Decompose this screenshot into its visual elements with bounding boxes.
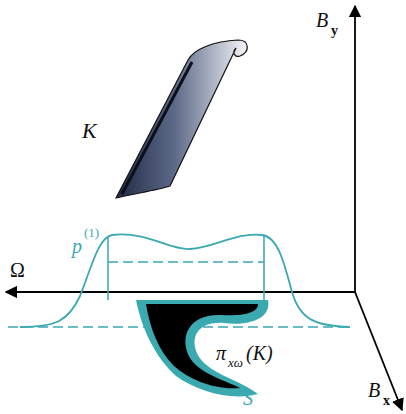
axis-label: B [316,10,328,30]
surface-fold [122,62,192,194]
density-label: p [72,236,82,256]
projection-argument: (K) [246,343,273,363]
density-superscript: (1) [84,226,99,239]
surface-k [116,40,247,198]
projection [146,304,258,388]
level-line [108,261,264,263]
axis-label: Ω [10,260,25,280]
axis-subscript: x [383,394,390,408]
axis-label: B [368,380,380,400]
support-line [263,236,265,300]
density-curve [20,234,350,327]
set-label: S [243,388,253,408]
projection-label: π [216,343,226,363]
projection-subscript: xω [228,356,243,369]
axis-bx [355,292,402,410]
axis-omega [6,291,355,293]
support-line [107,237,109,300]
axis-by [354,6,356,292]
surface-label: K [82,120,97,142]
axis-subscript: y [331,24,338,38]
